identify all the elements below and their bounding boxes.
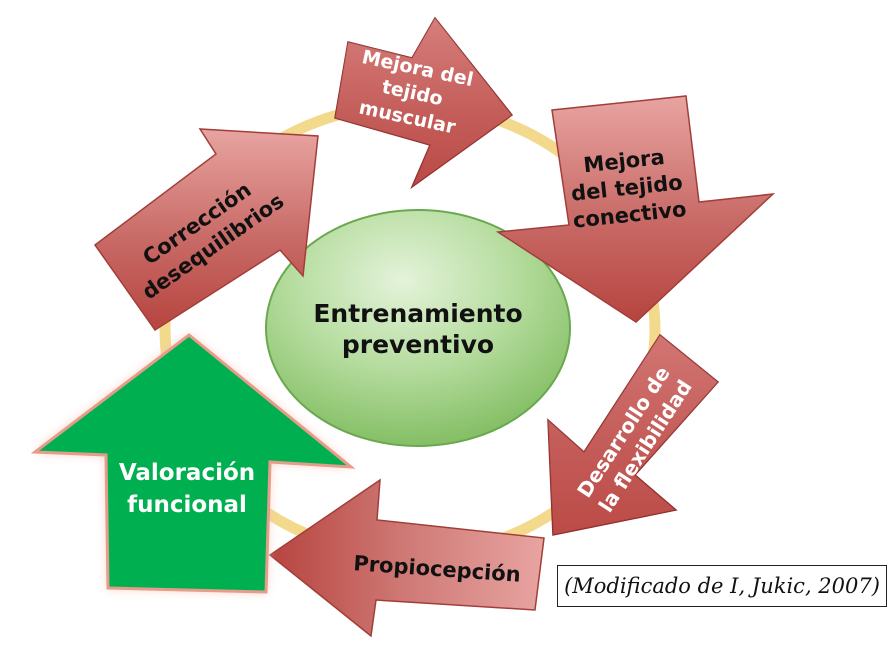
step-arrow-muscle: Mejora del tejido muscular (334, 16, 514, 190)
step-arrow-connective: Mejora del tejido conectivo (495, 95, 776, 323)
assessment-label-line2: funcional (127, 492, 247, 518)
center-node: Entrenamiento preventivo (265, 209, 571, 447)
step-arrow-correction: Corrección desequilibrios (93, 128, 319, 332)
step-arrow-proprioception: Propiocepción (268, 478, 545, 638)
center-label-line2: preventivo (342, 330, 494, 359)
assessment-label-line1: Valoración (119, 460, 255, 486)
step-arrow-assessment: Valoración funcional (30, 333, 356, 594)
center-label-line1: Entrenamiento (313, 299, 522, 328)
step-arrow-flexibility: Desarrollo de la flexibilidad (547, 333, 720, 536)
source-caption: (Modificado de I, Jukic, 2007) (557, 565, 887, 607)
